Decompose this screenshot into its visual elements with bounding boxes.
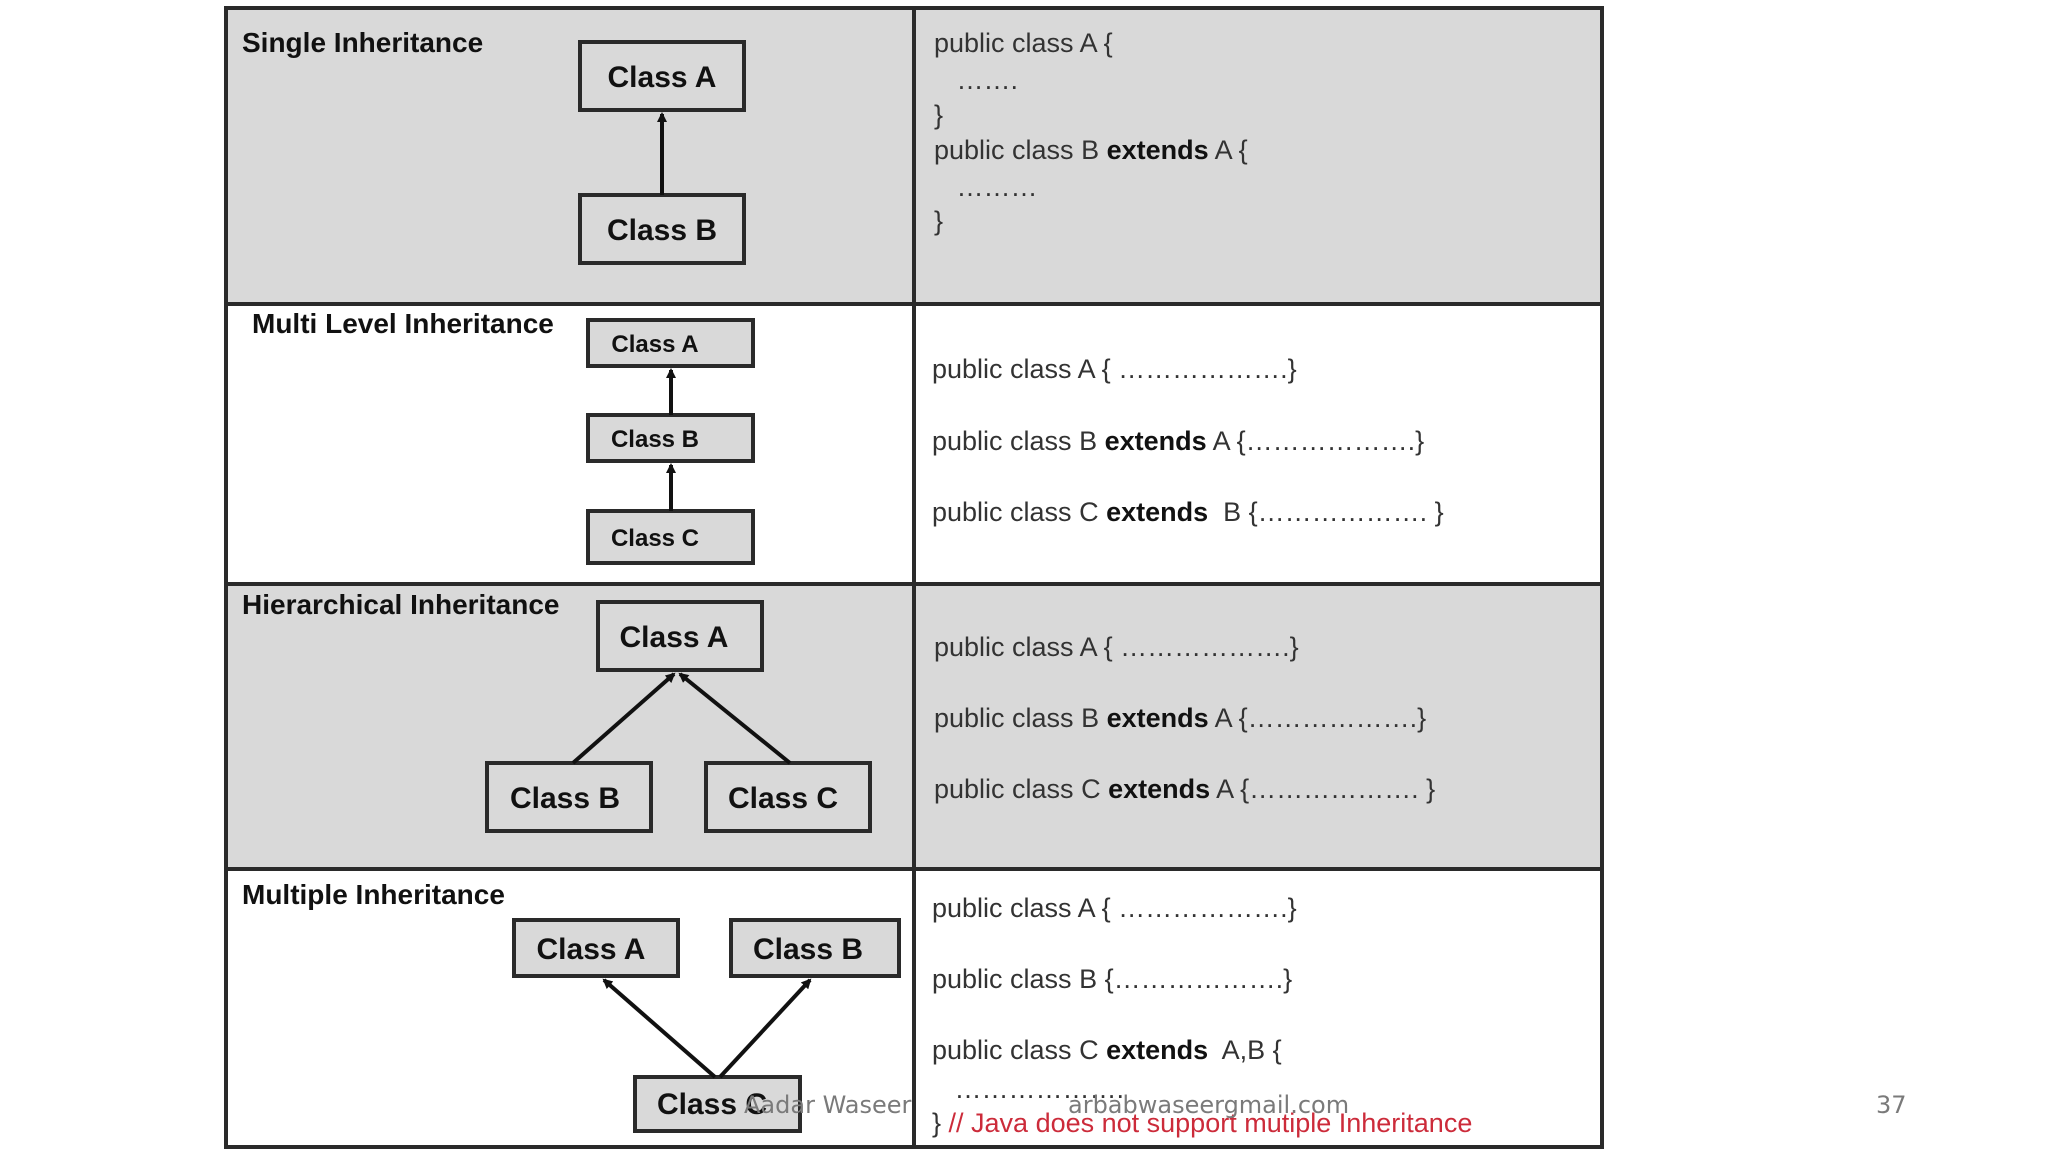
class-box-label: Class B xyxy=(607,214,717,247)
code-line: public class B extends A { xyxy=(934,135,1248,165)
class-box xyxy=(586,509,755,565)
inheritance-arrow xyxy=(571,672,676,765)
inheritance-arrow xyxy=(718,978,812,1079)
code-line: public class B extends A {……………….} xyxy=(932,426,1424,456)
class-box xyxy=(704,761,872,833)
section-title-single: Single Inheritance xyxy=(242,27,483,58)
class-box xyxy=(578,40,746,112)
inheritance-arrow xyxy=(602,978,717,1079)
class-box-label: Class C xyxy=(611,525,699,552)
section-title-hierarchical: Hierarchical Inheritance xyxy=(242,589,559,620)
section-title-multiple: Multiple Inheritance xyxy=(242,879,505,910)
code-line: public class A { ……………….} xyxy=(932,893,1297,923)
class-box-label: Class A xyxy=(537,933,646,966)
code-line: } xyxy=(934,100,943,130)
code-line: ………………. xyxy=(932,1074,1124,1104)
multilevel-diagram: Class A Class B Class C xyxy=(586,318,755,565)
class-box-label: Class C xyxy=(657,1088,767,1121)
code-line: public class C extends A,B { xyxy=(932,1035,1282,1065)
code-line: public class A { ……………….} xyxy=(934,632,1299,662)
class-box xyxy=(578,193,746,265)
code-line: ……… xyxy=(934,172,1038,202)
code-line: public class C extends B {………………. } xyxy=(932,497,1444,527)
code-line: } // Java does not support mutiple Inher… xyxy=(932,1108,1472,1138)
code-line: public class B {……………….} xyxy=(932,964,1292,994)
class-box xyxy=(586,318,755,368)
class-box xyxy=(729,918,901,978)
class-box xyxy=(596,600,764,672)
class-box xyxy=(512,918,680,978)
single-diagram: Class A Class B xyxy=(578,40,746,265)
class-box-label: Class B xyxy=(510,782,620,815)
inheritance-arrow xyxy=(678,672,792,765)
hierarchical-diagram: Class A Class B Class C xyxy=(485,600,872,833)
code-line: public class A { xyxy=(934,28,1113,58)
section-title-multilevel: Multi Level Inheritance xyxy=(252,308,554,339)
class-box-label: Class B xyxy=(611,426,699,453)
code-line: public class B extends A {……………….} xyxy=(934,703,1426,733)
code-line: public class A { ……………….} xyxy=(932,354,1297,384)
code-line: } xyxy=(934,206,943,236)
table-grid xyxy=(224,6,1604,1149)
class-box-label: Class A xyxy=(608,61,717,94)
class-box-label: Class A xyxy=(611,331,698,358)
code-line: public class C extends A {………………. } xyxy=(934,774,1435,804)
class-box xyxy=(633,1075,802,1133)
footer-email: arbabwaseergmail.com xyxy=(1068,1091,1350,1119)
class-box xyxy=(485,761,653,833)
footer-author: Aadar Waseer xyxy=(744,1091,912,1119)
class-box-label: Class A xyxy=(620,621,729,654)
class-box-label: Class B xyxy=(753,933,863,966)
code-line: ……. xyxy=(934,65,1018,95)
slide-number: 37 xyxy=(1876,1091,1907,1119)
multiple-diagram: Class A Class B Class C xyxy=(512,918,901,1133)
java-comment: // Java does not support mutiple Inherit… xyxy=(949,1108,1473,1138)
class-box-label: Class C xyxy=(728,782,838,815)
